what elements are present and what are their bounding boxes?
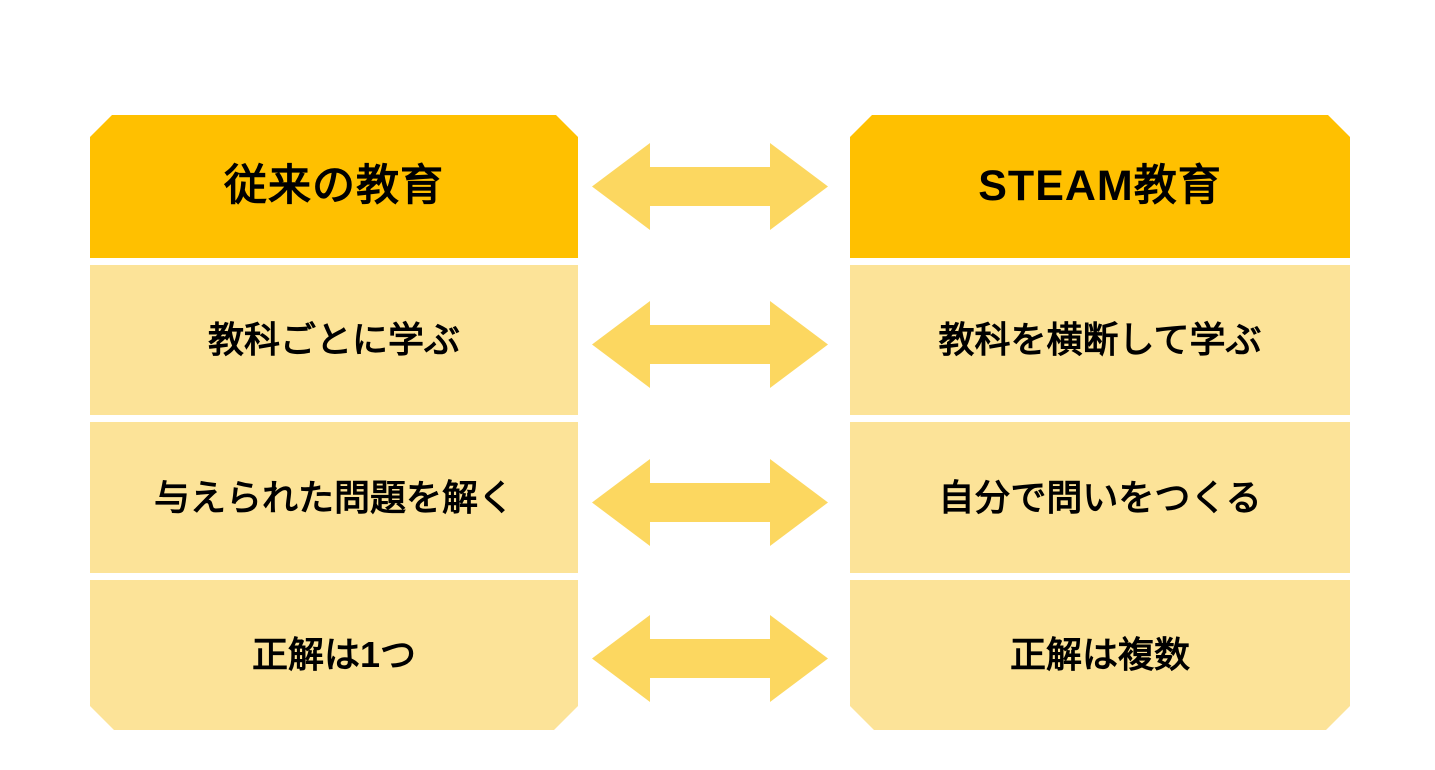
- column-traditional-row-3: 正解は1つ: [90, 580, 578, 730]
- column-traditional-row-2: 与えられた問題を解く: [90, 422, 578, 573]
- double-arrow-icon: [592, 611, 828, 706]
- column-traditional-row-1: 教科ごとに学ぶ: [90, 265, 578, 416]
- connector-group: [592, 115, 828, 730]
- column-steam-row-3: 正解は複数: [850, 580, 1350, 730]
- column-steam: STEAM教育 教科を横断して学ぶ 自分で問いをつくる 正解は複数: [850, 115, 1350, 730]
- column-traditional-header: 従来の教育: [90, 115, 578, 258]
- column-steam-row-1: 教科を横断して学ぶ: [850, 265, 1350, 416]
- column-steam-row-2: 自分で問いをつくる: [850, 422, 1350, 573]
- double-arrow-icon: [592, 139, 828, 234]
- column-steam-header: STEAM教育: [850, 115, 1350, 258]
- double-arrow-icon: [592, 455, 828, 550]
- column-traditional: 従来の教育 教科ごとに学ぶ 与えられた問題を解く 正解は1つ: [90, 115, 578, 730]
- double-arrow-icon: [592, 297, 828, 392]
